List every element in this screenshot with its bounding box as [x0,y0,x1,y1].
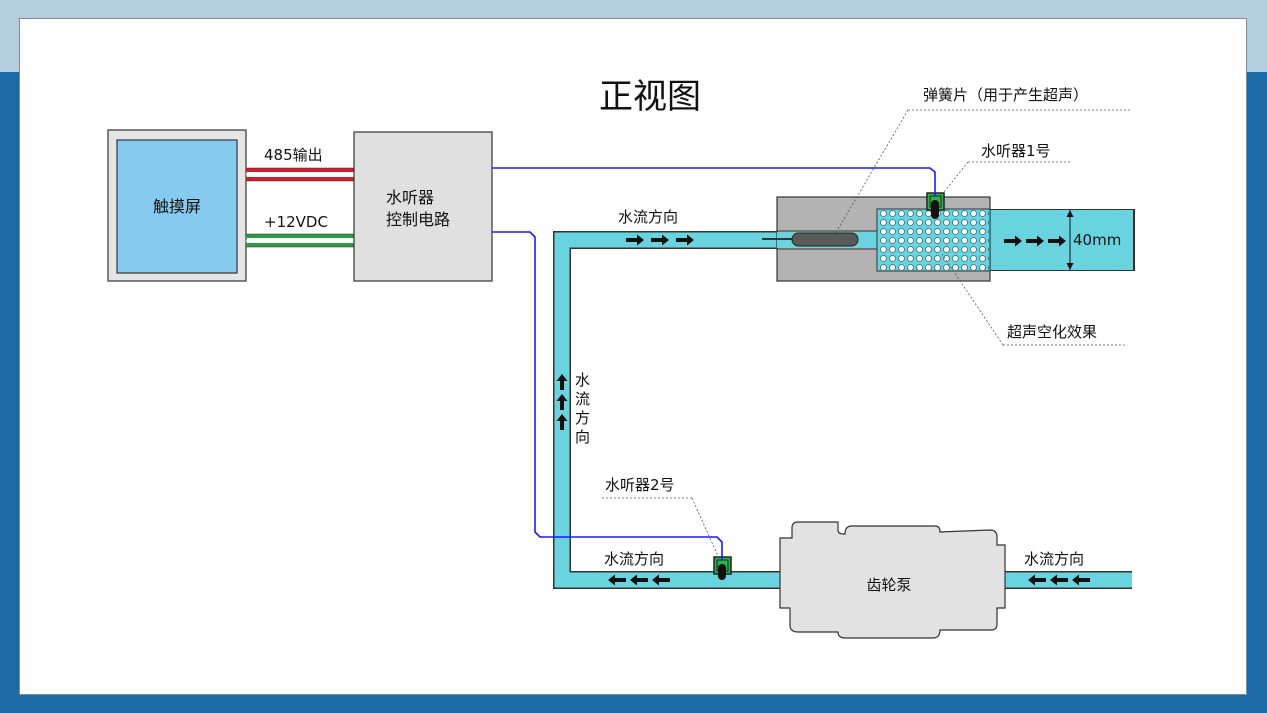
rs485-wires [246,167,354,182]
flow-vertical-char-4: 向 [575,428,590,446]
flow-arrows-bottom-left [608,574,670,586]
controller-label-line2: 控制电路 [386,210,450,229]
flow-label-bottom-left: 水流方向 [604,550,664,568]
width-dimension: 40mm [1066,210,1121,270]
touchscreen-label: 触摸屏 [153,197,201,216]
touchscreen-display [116,139,238,274]
callout-cavitation: 超声空化效果 [941,253,1125,346]
gear-pump: 齿轮泵 [779,521,1006,639]
callout-spring: 弹簧片（用于产生超声） [833,86,1130,237]
rs485-label: 485输出 [264,146,323,164]
flow-arrows-top [626,234,694,246]
flow-vertical-char-1: 水 [575,371,590,389]
flow-arrows-outlet [1004,235,1066,247]
page-title: 正视图 [599,77,701,117]
flow-label-vertical: 水 流 方 向 [575,371,590,446]
cavitation-bubbles [879,210,989,270]
power-label: +12VDC [264,213,328,231]
flow-label-bottom-right: 水流方向 [1024,550,1084,568]
hydrophone-controller: 水听器 控制电路 [353,131,493,282]
width-label: 40mm [1073,231,1121,249]
controller-label-line1: 水听器 [386,188,434,207]
signal-wires [492,167,936,560]
flow-arrows-vertical [556,374,568,430]
spring-label: 弹簧片（用于产生超声） [923,86,1088,104]
power-wires [246,233,354,248]
flow-label-top: 水流方向 [618,208,678,226]
spring-blade [762,232,859,247]
cavitation-label: 超声空化效果 [1007,323,1097,341]
pump-label: 齿轮泵 [866,576,911,594]
hydrophone-2 [713,556,732,580]
flow-arrows-bottom-right [1028,574,1090,586]
flow-vertical-char-3: 方 [575,409,590,427]
callout-hydrophone-1: 水听器1号 [943,142,1070,193]
hydrophone1-label: 水听器1号 [981,142,1051,160]
touchscreen: 触摸屏 [107,129,247,282]
hydrophone2-label: 水听器2号 [605,476,675,494]
callout-hydrophone-2: 水听器2号 [602,476,719,557]
flow-vertical-char-2: 流 [575,390,590,408]
